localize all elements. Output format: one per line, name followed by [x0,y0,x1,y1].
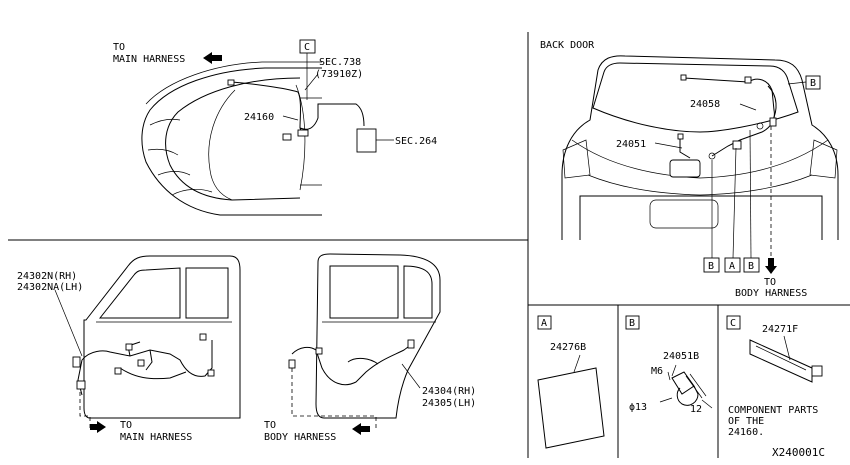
diameter-label: ϕ13 [629,402,647,413]
front-door-view [54,255,241,433]
to-body-harness-label-bottom: TO [264,420,276,431]
to-main-harness-label-bottom: TO [120,420,132,431]
part-24051-label: 24051 [616,139,646,150]
callout-b1-label: B [708,261,714,272]
detail-a [537,315,605,449]
body-harness-label-bottom: BODY HARNESS [264,432,336,443]
callout-a-label: A [729,261,735,272]
part-24160-label: 24160 [244,112,274,123]
component-note-line2: OF THE [728,416,764,427]
component-note-line1: COMPONENT PARTS [728,405,818,416]
part-24051b-label: 24051B [663,351,699,362]
main-harness-label-bottom: MAIN HARNESS [120,432,192,443]
part-24305-label: 24305(LH) [422,398,476,409]
main-harness-label-top: MAIN HARNESS [113,54,185,65]
detail-b-label: B [629,318,635,329]
part-24302na-label: 24302NA(LH) [17,282,83,293]
detail-c [726,315,823,383]
part-24271f-label: 24271F [762,324,798,335]
sec738-part-label: (73910Z) [315,69,363,80]
callout-c-label: C [304,42,310,53]
part-24058-label: 24058 [690,99,720,110]
to-main-harness-label-top: TO [113,42,125,53]
component-note-line3: 24160. [728,427,764,438]
detail-b [625,315,713,409]
part-24276b-label: 24276B [550,342,586,353]
length-label: 12 [690,404,702,415]
rear-door-view [288,253,441,435]
panel-dividers [8,32,850,458]
back-door-title: BACK DOOR [540,40,595,51]
callout-b2-label: B [748,261,754,272]
part-24304-label: 24304(RH) [422,386,476,397]
thread-m6-label: M6 [651,366,663,377]
part-24302n-label: 24302N(RH) [17,271,77,282]
to-body-harness-label-right: TO [764,277,776,288]
back-door-view [561,55,839,274]
diagram-id: X240001C [772,446,825,459]
body-harness-label-right: BODY HARNESS [735,288,807,299]
sec264-label: SEC.264 [395,136,437,147]
car-top-view [141,39,394,216]
detail-a-label: A [541,318,547,329]
detail-c-label: C [730,318,736,329]
callout-b-top-label: B [810,78,816,89]
sec738-label: SEC.738 [319,57,361,68]
